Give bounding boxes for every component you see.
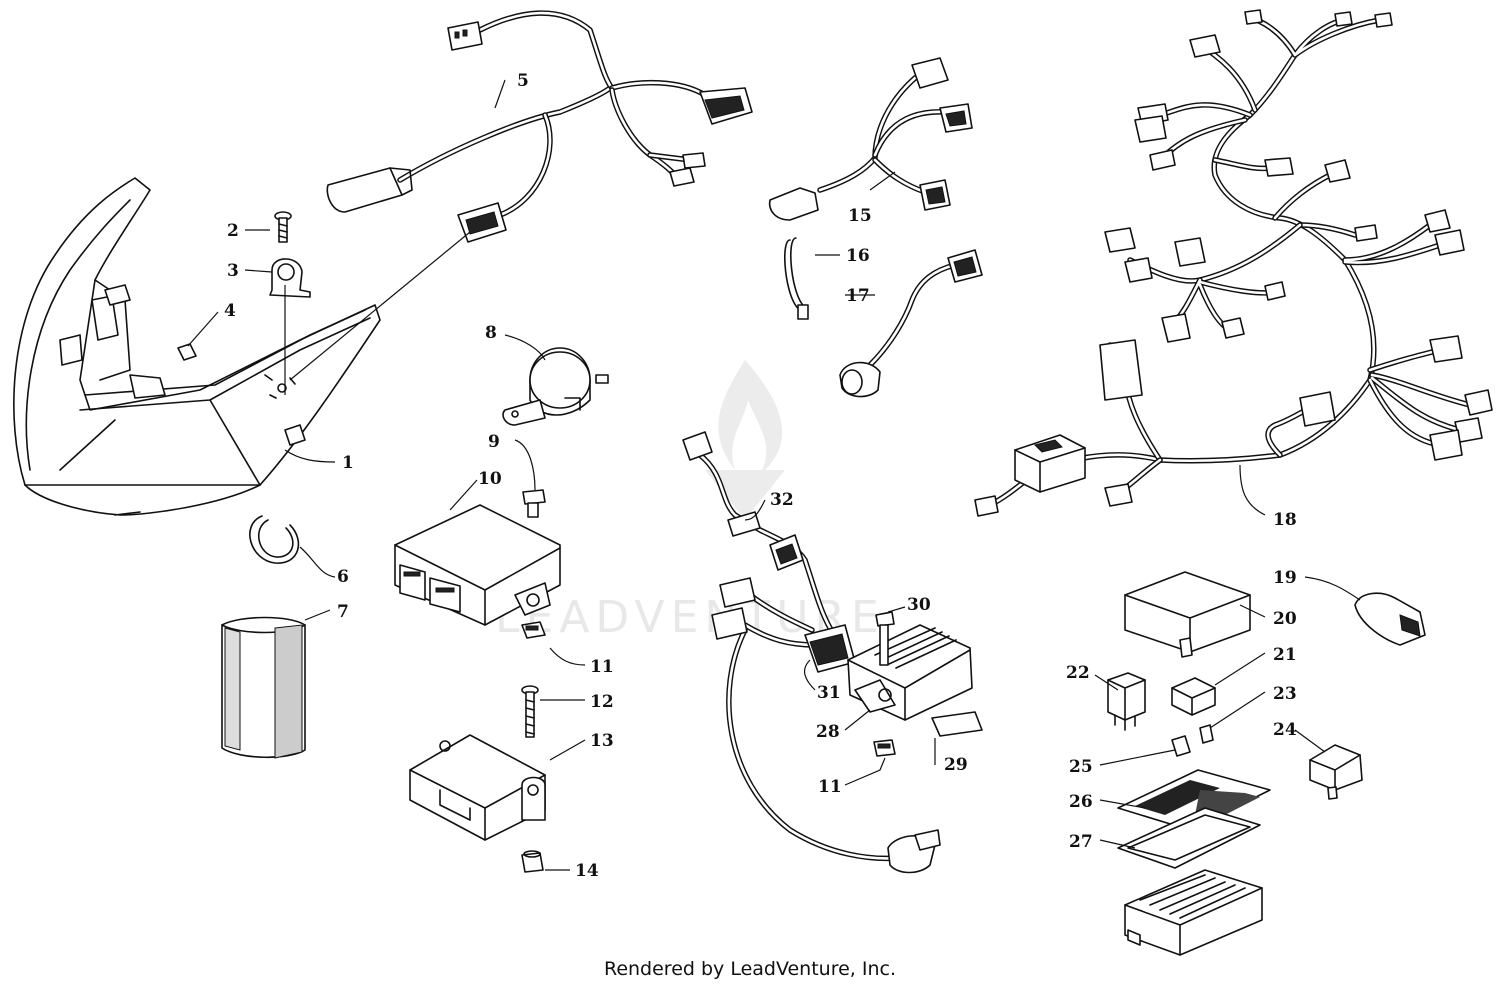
cable-clamp[interactable] xyxy=(269,258,311,298)
callout-21: 21 xyxy=(1273,645,1297,665)
long-screw[interactable] xyxy=(521,685,539,738)
nut-clip[interactable] xyxy=(521,621,546,639)
relay-21[interactable] xyxy=(1171,677,1216,716)
callout-29: 29 xyxy=(944,755,968,775)
callout-13: 13 xyxy=(590,731,614,751)
callout-12: 12 xyxy=(590,692,614,712)
headlight-harness[interactable] xyxy=(326,10,753,243)
jumper-harness[interactable] xyxy=(839,249,983,398)
callout-11-top: 11 xyxy=(590,657,614,677)
callout-5: 5 xyxy=(517,71,529,91)
callout-8: 8 xyxy=(485,323,497,343)
fuse-box-base[interactable] xyxy=(1124,869,1263,956)
cable-tie[interactable] xyxy=(784,237,809,320)
callout-31: 31 xyxy=(817,683,841,703)
leader-lines xyxy=(187,79,1361,871)
callout-26: 26 xyxy=(1069,792,1093,812)
callout-19: 19 xyxy=(1273,568,1297,588)
callout-16: 16 xyxy=(846,246,870,266)
callout-14: 14 xyxy=(575,861,599,881)
callout-7: 7 xyxy=(337,602,349,622)
callout-numbers: 1 2 3 4 5 6 7 8 9 10 11 12 13 14 15 16 1… xyxy=(224,71,1297,881)
screw[interactable] xyxy=(274,211,292,243)
callout-23: 23 xyxy=(1273,684,1297,704)
callout-17: 17 xyxy=(846,286,870,306)
flasher-relay[interactable] xyxy=(502,347,609,426)
callout-27: 27 xyxy=(1069,832,1093,852)
ecu-label[interactable] xyxy=(931,711,983,737)
flange-nut[interactable] xyxy=(521,850,544,873)
connector-19[interactable] xyxy=(1354,592,1426,646)
callout-3: 3 xyxy=(227,261,239,281)
ecu-bolt[interactable] xyxy=(875,611,895,666)
callout-4: 4 xyxy=(224,301,236,321)
callout-1: 1 xyxy=(342,453,354,473)
fuse-23[interactable] xyxy=(1199,724,1214,744)
fuse-box-gasket-27[interactable] xyxy=(1117,807,1261,869)
callout-30: 30 xyxy=(907,595,931,615)
main-wiring-harness[interactable] xyxy=(974,9,1493,517)
callout-25: 25 xyxy=(1069,757,1093,777)
callout-11-bottom: 11 xyxy=(818,777,842,797)
relay-22[interactable] xyxy=(1107,672,1146,731)
bolt[interactable] xyxy=(522,489,546,518)
connector-24[interactable] xyxy=(1309,744,1363,800)
fuse-25[interactable] xyxy=(1171,735,1191,757)
fuse-box-cover[interactable] xyxy=(1124,571,1251,658)
callout-6: 6 xyxy=(337,567,349,587)
retaining-ring[interactable] xyxy=(249,515,300,564)
footer-credit: Rendered by LeadVenture, Inc. xyxy=(603,958,897,980)
callout-15: 15 xyxy=(848,206,872,226)
watermark: LEADVENTURE xyxy=(495,360,879,643)
headlight-housing[interactable] xyxy=(13,177,381,516)
speed-nut[interactable] xyxy=(177,343,197,361)
callout-20: 20 xyxy=(1273,609,1297,629)
callout-18: 18 xyxy=(1273,510,1297,530)
callout-10: 10 xyxy=(478,469,502,489)
ecu-nut-clip[interactable] xyxy=(873,739,896,757)
callout-22: 22 xyxy=(1066,663,1090,683)
engine-control-unit[interactable] xyxy=(847,624,973,721)
callout-9: 9 xyxy=(488,432,500,452)
control-module[interactable] xyxy=(394,504,561,626)
callout-2: 2 xyxy=(227,221,239,241)
protective-sleeve[interactable] xyxy=(221,616,306,759)
callout-32: 32 xyxy=(770,490,794,510)
adapter-harness[interactable] xyxy=(768,57,973,221)
callout-24: 24 xyxy=(1273,720,1297,740)
callout-28: 28 xyxy=(816,722,840,742)
regulator-module[interactable] xyxy=(409,734,546,841)
